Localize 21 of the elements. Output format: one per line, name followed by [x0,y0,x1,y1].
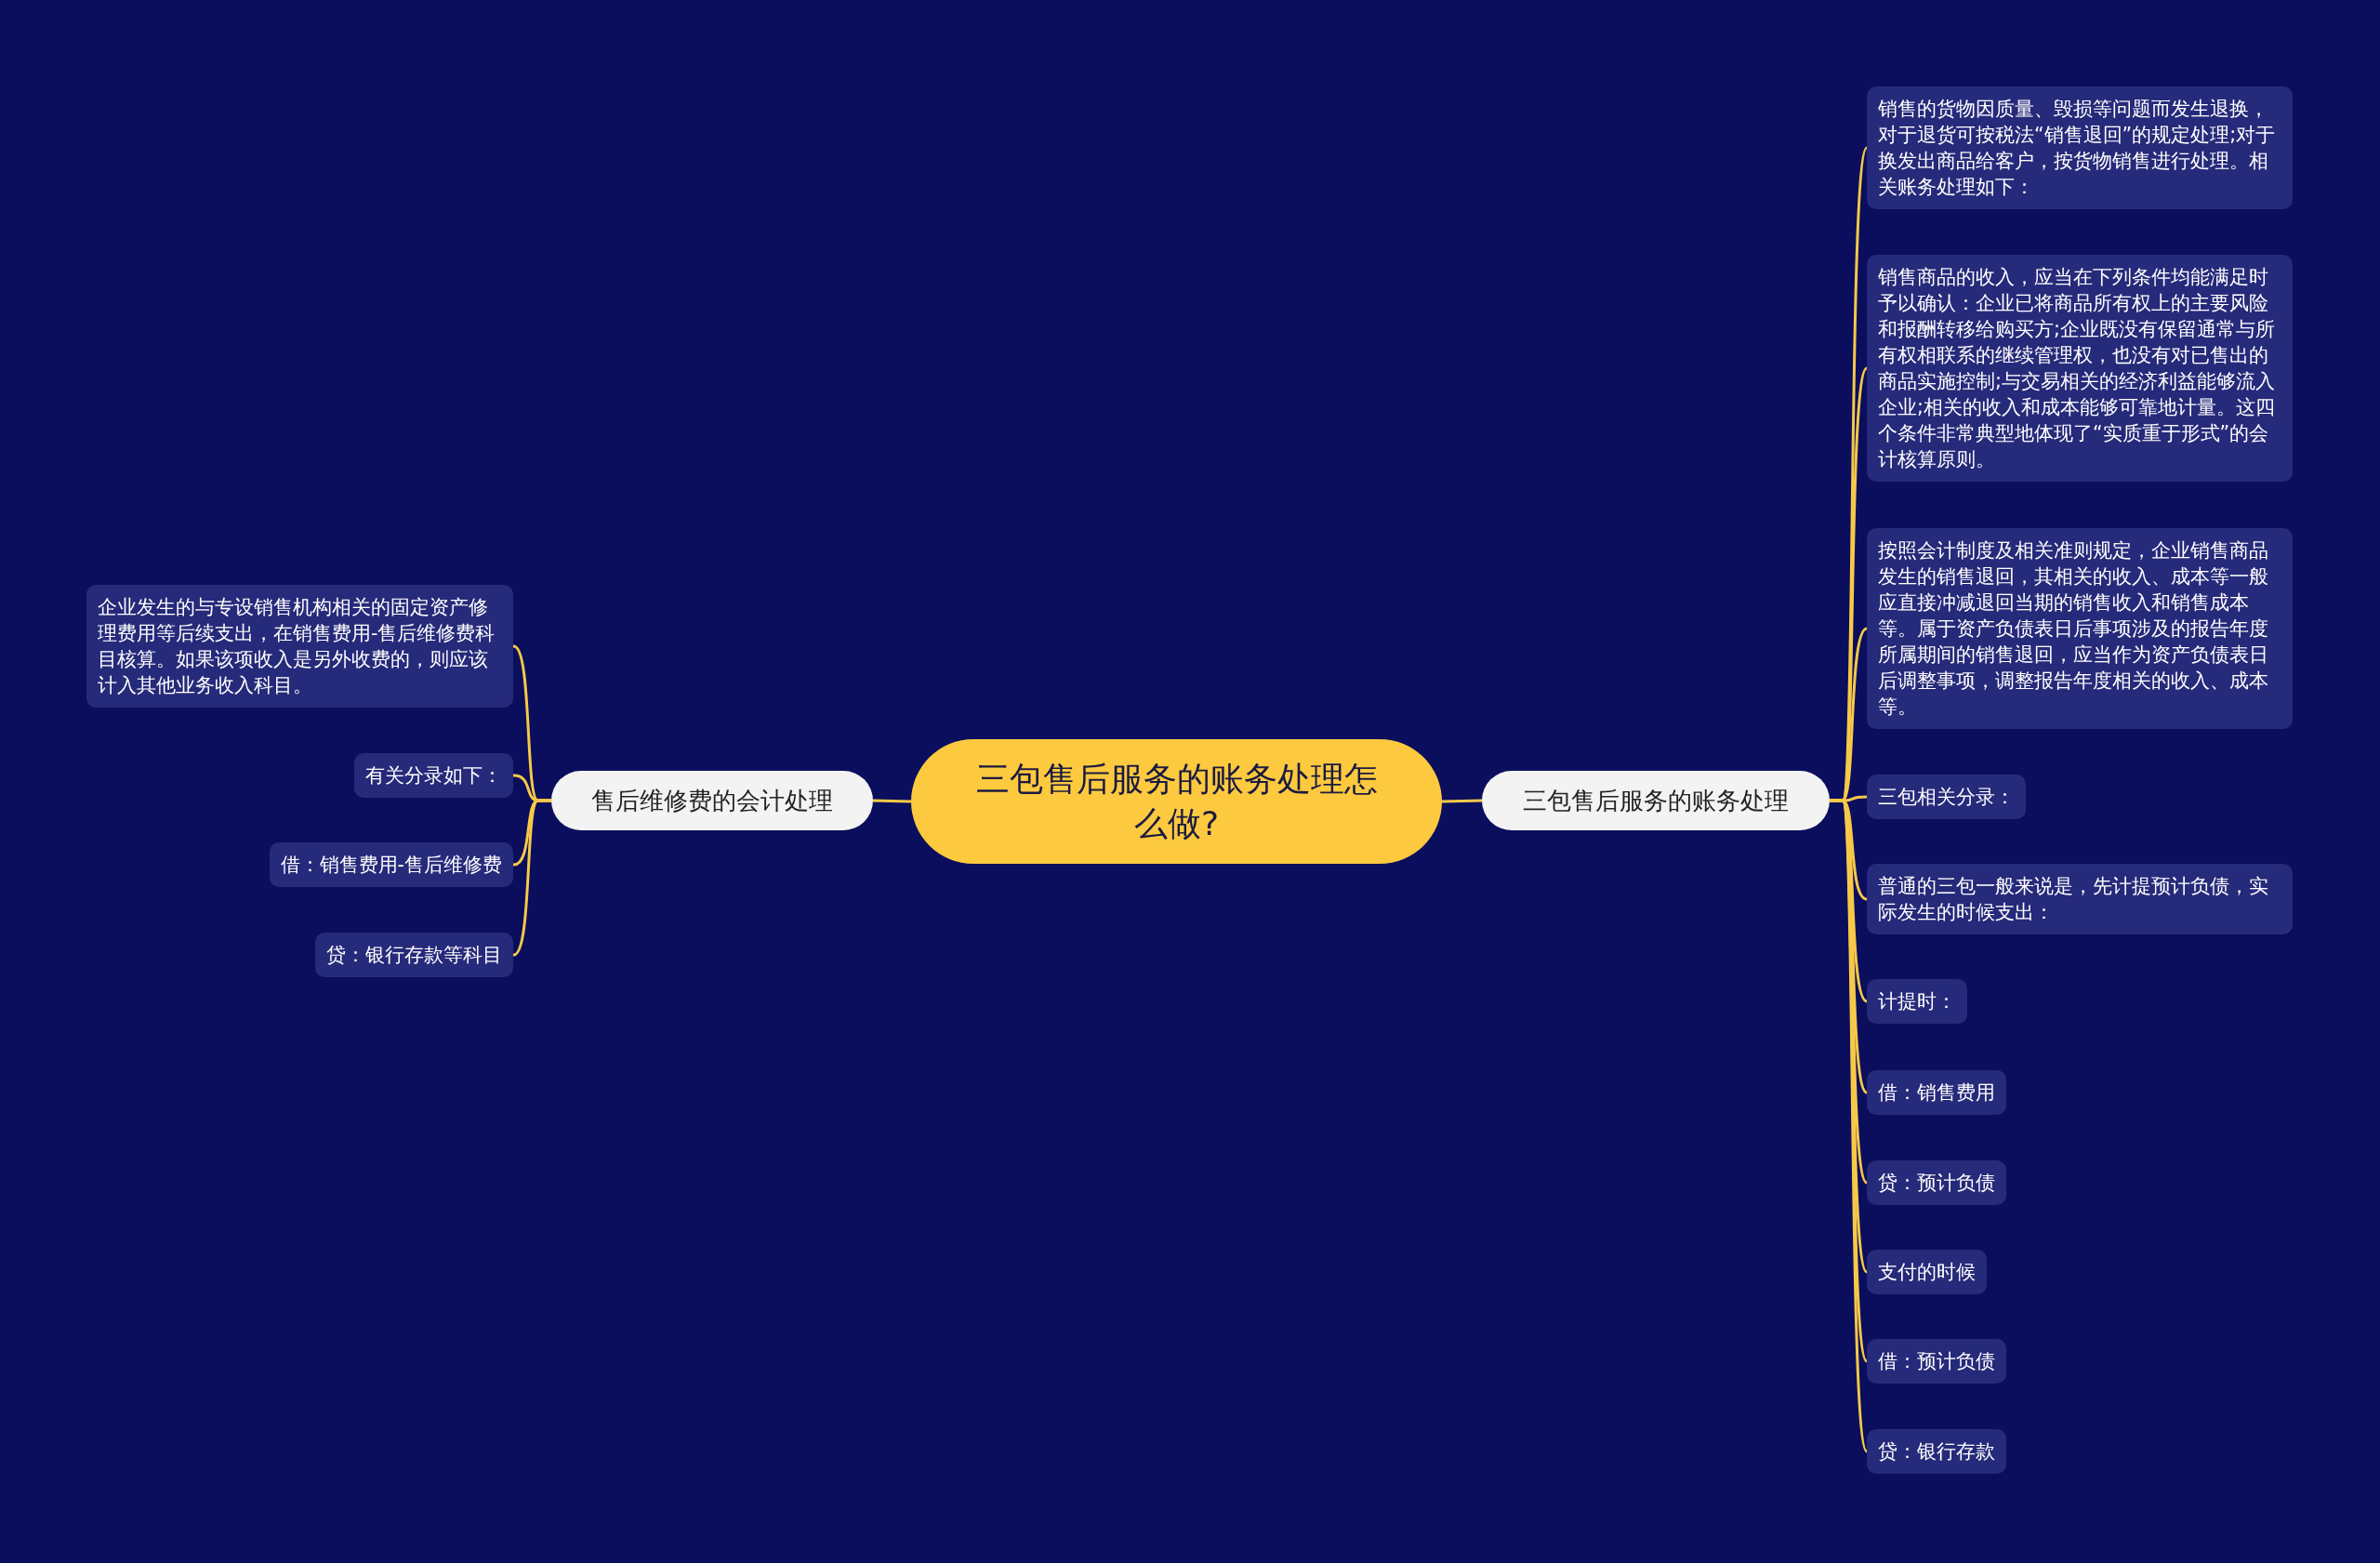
leaf-topic: 企业发生的与专设销售机构相关的固定资产修理费用等后续支出，在销售费用-售后维修费科目核算。如果该项收入是另外收费的，则应该计入其他业务收入科目。 [86,585,513,708]
branch-topic: 售后维修费的会计处理 [551,771,873,830]
connector-line [1441,799,1483,803]
leaf-topic: 贷：预计负债 [1867,1160,2006,1205]
leaf-topic: 销售的货物因质量、毁损等问题而发生退换，对于退货可按税法“销售退回”的规定处理;对于换发出商品给客户，按货物销售进行处理。相关账务处理如下： [1867,86,2293,209]
leaf-topic: 借：销售费用 [1867,1070,2006,1115]
leaf-topic: 按照会计制度及相关准则规定，企业销售商品发生的销售退回，其相关的收入、成本等一般应直接冲减退回当期的销售收入和销售成本等。属于资产负债表日后事项涉及的报告年度所属期间的销售退回，应当作为资产负债表日后调整事项，调整报告年度相关的收入、成本等。 [1867,528,2293,729]
leaf-topic: 贷：银行存款等科目 [315,933,513,977]
branch-topic: 三包售后服务的账务处理 [1482,771,1830,830]
leaf-topic: 有关分录如下： [354,753,513,798]
leaf-topic: 销售商品的收入，应当在下列条件均能满足时予以确认：企业已将商品所有权上的主要风险和报酬转移给购买方;企业既没有保留通常与所有权相联系的继续管理权，也没有对已售出的商品实施控制;与交易相关的经济利益能够流入企业;相关的收入和成本能够可靠地计量。这四个条件非常典型地体现了“实质重于形式”的会计核算原则。 [1867,255,2293,482]
central-topic: 三包售后服务的账务处理怎么做? [911,739,1442,864]
leaf-topic: 支付的时候 [1867,1250,1987,1294]
leaf-topic: 借：销售费用-售后维修费 [269,842,513,887]
leaf-topic: 普通的三包一般来说是，先计提预计负债，实际发生的时候支出： [1867,864,2293,934]
leaf-topic: 贷：银行存款 [1867,1429,2006,1474]
connector-line [872,799,912,803]
leaf-topic: 借：预计负债 [1867,1339,2006,1384]
leaf-topic: 计提时： [1867,979,1967,1024]
connector-line [512,799,551,957]
leaf-topic: 三包相关分录： [1867,775,2026,819]
